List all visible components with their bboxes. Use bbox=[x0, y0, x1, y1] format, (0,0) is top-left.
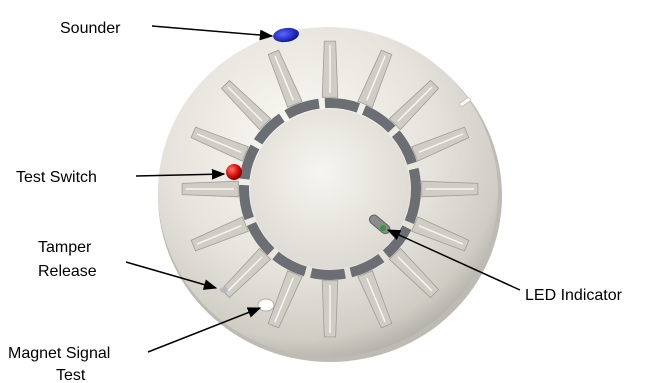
sounder-arrow bbox=[152, 26, 272, 36]
led-indicator-icon bbox=[380, 225, 386, 231]
magnet-signal-test-label-line2: Test bbox=[56, 367, 86, 383]
magnet-signal-test-icon bbox=[258, 299, 274, 311]
tamper-release-label-line2: Release bbox=[38, 263, 97, 280]
sensor-cap bbox=[250, 109, 410, 269]
led-indicator-label: LED Indicator bbox=[525, 287, 623, 304]
test-switch-icon bbox=[226, 164, 242, 180]
magnet-signal-test-label-line1: Magnet Signal bbox=[8, 345, 110, 362]
tamper-release-label-line1: Tamper bbox=[38, 239, 92, 256]
tamper-release-icon bbox=[220, 287, 228, 293]
test-switch-label: Test Switch bbox=[16, 169, 97, 186]
sounder-label: Sounder bbox=[60, 20, 121, 37]
